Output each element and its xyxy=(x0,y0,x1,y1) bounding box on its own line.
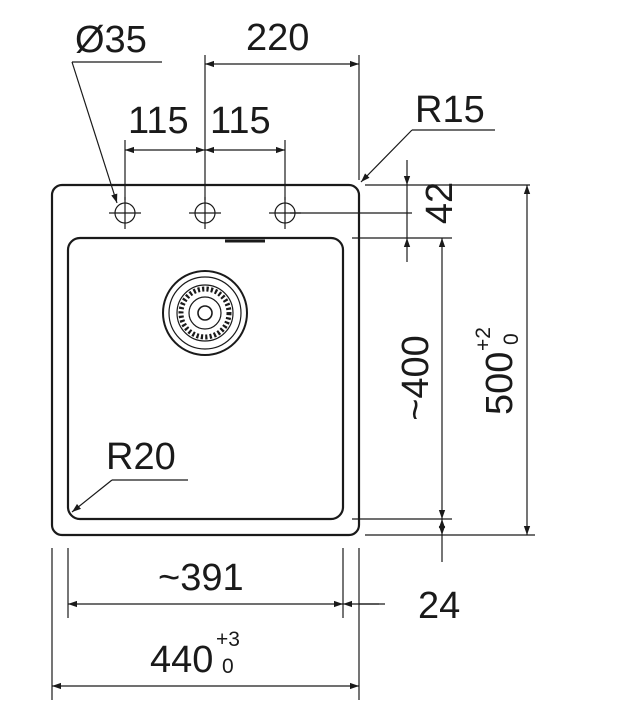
tap-hole-center-icon xyxy=(189,197,221,229)
front-rim-label: 24 xyxy=(418,585,460,627)
drain-icon xyxy=(162,270,248,356)
hole-row-offset-label: 42 xyxy=(419,182,461,224)
tap-spacing-right-label: 115 xyxy=(210,100,271,142)
hole-diameter-label: Ø35 xyxy=(75,19,147,61)
tap-spacing-left-label: 115 xyxy=(128,100,189,142)
outer-corner-radius-label: R15 xyxy=(415,89,485,131)
bowl-depth-label: ~400 xyxy=(395,335,437,421)
tap-spacing-total-label: 220 xyxy=(246,17,309,59)
outer-corner-radius-leader xyxy=(360,129,413,183)
inner-corner-radius-leader xyxy=(71,479,113,513)
tap-hole-left-icon xyxy=(109,197,141,229)
bowl-outline xyxy=(66,236,345,521)
outer-width-label: 440 xyxy=(150,639,213,681)
outer-depth-label: 500 xyxy=(479,352,521,415)
outer-depth-tolerance-upper: +2 xyxy=(472,327,495,351)
inner-corner-radius-label: R20 xyxy=(106,436,176,478)
bowl-width-label: ~391 xyxy=(158,557,244,599)
outer-width-tolerance-upper: +3 xyxy=(216,628,240,651)
hole-diameter-leader xyxy=(71,61,118,204)
outer-depth-tolerance-lower: 0 xyxy=(500,333,523,345)
outer-width-tolerance-lower: 0 xyxy=(222,655,234,678)
